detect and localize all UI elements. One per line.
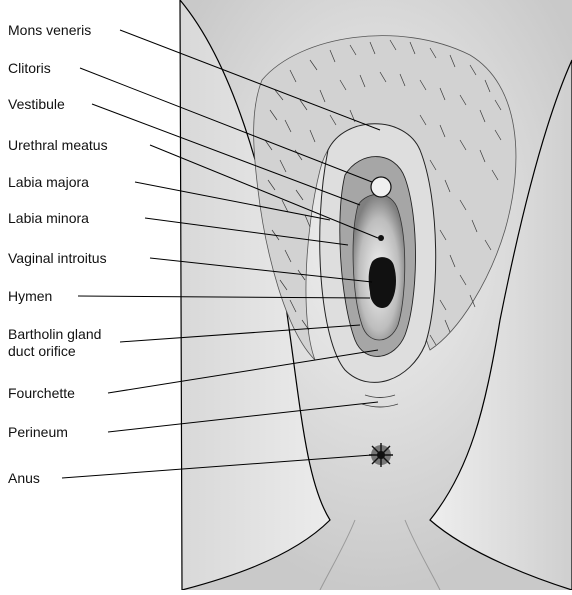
label-fourchette: Fourchette xyxy=(8,385,75,401)
label-perineum: Perineum xyxy=(8,424,68,440)
clitoris xyxy=(371,177,391,197)
label-vaginal-introitus: Vaginal introitus xyxy=(8,250,107,266)
label-anus: Anus xyxy=(8,470,40,486)
label-urethral-meatus: Urethral meatus xyxy=(8,137,108,153)
vaginal-introitus xyxy=(369,257,396,308)
anus xyxy=(369,443,393,467)
urethral-meatus xyxy=(378,235,384,241)
label-clitoris: Clitoris xyxy=(8,60,51,76)
label-labia-majora: Labia majora xyxy=(8,174,89,190)
label-bartholin-gland: Bartholin gland xyxy=(8,326,101,342)
label-duct-orifice: duct orifice xyxy=(8,343,76,359)
label-mons-veneris: Mons veneris xyxy=(8,22,91,38)
label-labia-minora: Labia minora xyxy=(8,210,89,226)
label-vestibule: Vestibule xyxy=(8,96,65,112)
label-hymen: Hymen xyxy=(8,288,52,304)
